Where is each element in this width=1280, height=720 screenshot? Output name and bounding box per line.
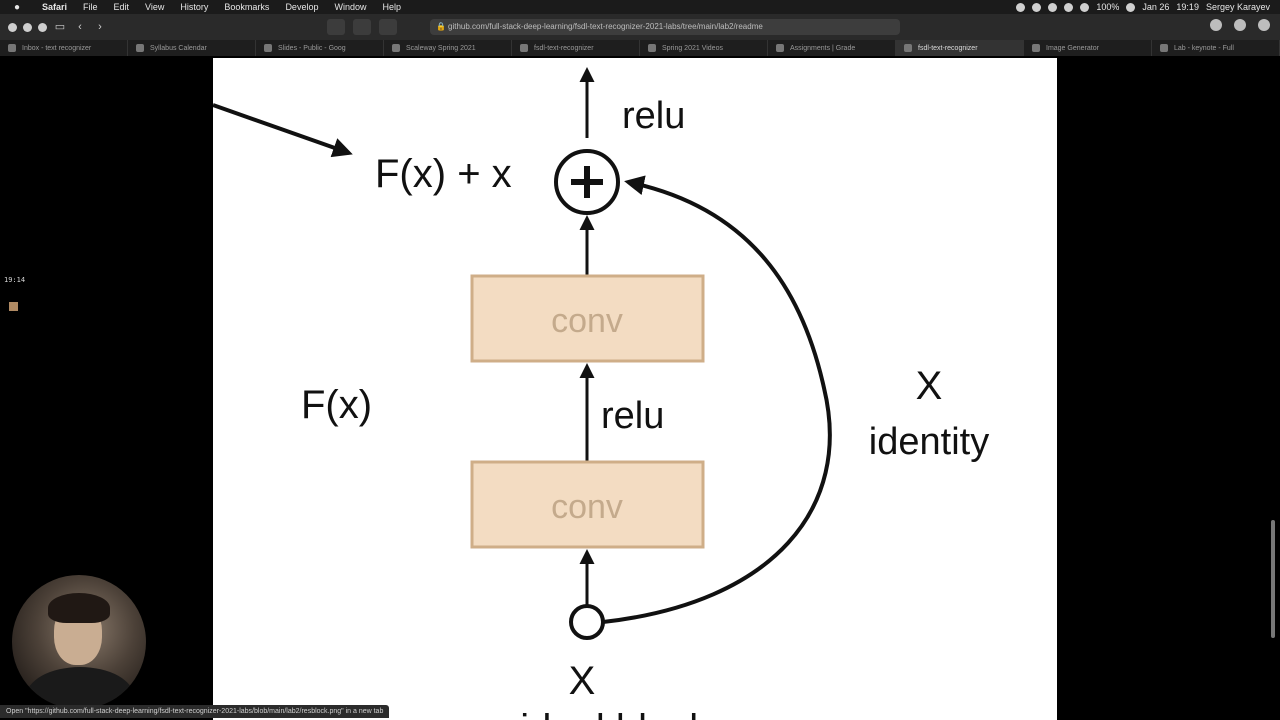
identity-x-label: X: [916, 364, 943, 408]
cloud-icon[interactable]: [1048, 2, 1058, 12]
dropbox-icon[interactable]: [1016, 2, 1026, 12]
menu-develop[interactable]: Develop: [285, 2, 319, 12]
tab-4[interactable]: fsdl-text-recognizer: [512, 40, 640, 56]
tab-6[interactable]: Assignments | Grade: [768, 40, 896, 56]
presenter-hair: [48, 593, 110, 623]
tab-favicon-icon: [648, 44, 656, 52]
webcam-overlay: [12, 575, 146, 709]
menu-edit[interactable]: Edit: [113, 2, 130, 12]
extension-button[interactable]: [327, 19, 345, 35]
tab-3[interactable]: Scaleway Spring 2021: [384, 40, 512, 56]
menu-app-safari[interactable]: Safari: [42, 2, 68, 12]
menu-clock[interactable]: 19:19: [1176, 2, 1199, 12]
conv-top-box: [470, 274, 705, 363]
tab-label: Lab - keynote - Full: [1174, 44, 1234, 52]
tab-8[interactable]: Image Generator: [1024, 40, 1152, 56]
menu-bookmarks[interactable]: Bookmarks: [224, 2, 270, 12]
battery-icon[interactable]: [1126, 2, 1136, 12]
input-node: [569, 604, 605, 640]
menu-view[interactable]: View: [145, 2, 165, 12]
window-controls: [0, 22, 47, 32]
battery-percent[interactable]: 100%: [1096, 2, 1120, 12]
conv-bottom-box: [470, 460, 705, 549]
menu-history[interactable]: History: [180, 2, 209, 12]
residual-block-diagram[interactable]: relu F(x) + x conv relu conv F(x): [213, 58, 1057, 720]
share-icon[interactable]: [1234, 19, 1246, 31]
menu-window[interactable]: Window: [334, 2, 367, 12]
relu-top-label: relu: [622, 95, 685, 137]
page-scrollbar[interactable]: [1271, 520, 1275, 638]
zoom-window-icon[interactable]: [38, 22, 47, 32]
diagram-caption: residual block: [465, 707, 711, 720]
reader-icon[interactable]: [379, 19, 397, 35]
sidebar-toggle-icon[interactable]: ▭: [54, 21, 66, 33]
incoming-arrow: [213, 103, 353, 158]
conv-bottom-label: conv: [551, 488, 623, 526]
link-status-bar: Open "https://github.com/full-stack-deep…: [0, 705, 390, 718]
minimize-window-icon[interactable]: [23, 22, 32, 32]
tab-0[interactable]: Inbox - text recognizer: [0, 40, 128, 56]
presenter-shirt: [26, 667, 134, 709]
tab-favicon-icon: [904, 44, 912, 52]
sync-icon[interactable]: [1064, 2, 1074, 12]
tab-favicon-icon: [392, 44, 400, 52]
identity-label: identity: [869, 421, 989, 463]
forward-icon[interactable]: ›: [98, 21, 102, 33]
download-icon[interactable]: [1210, 19, 1222, 31]
sum-label: F(x) + x: [375, 152, 512, 196]
tab-label: fsdl-text-recognizer: [534, 44, 594, 52]
tab-1[interactable]: Syllabus Calendar: [128, 40, 256, 56]
conv-top-label: conv: [551, 302, 623, 340]
tab-label: Spring 2021 Videos: [662, 44, 723, 52]
tab-label: Scaleway Spring 2021: [406, 44, 476, 52]
identity-skip-arrow: [602, 175, 832, 624]
apple-menu-icon[interactable]: ●: [13, 1, 21, 13]
wifi-icon[interactable]: [1080, 2, 1090, 12]
browser-toolbar: ▭ ‹ › 🔒 github.com/full-stack-deep-learn…: [0, 14, 1280, 40]
tab-label: Slides - Public - Goog: [278, 44, 346, 52]
tab-5[interactable]: Spring 2021 Videos: [640, 40, 768, 56]
back-icon[interactable]: ‹: [78, 21, 82, 33]
tab-label: Syllabus Calendar: [150, 44, 207, 52]
tab-9[interactable]: Lab - keynote - Full: [1152, 40, 1280, 56]
diagram-svg: relu F(x) + x conv relu conv F(x): [213, 67, 989, 720]
url-text: github.com/full-stack-deep-learning/fsdl…: [448, 22, 763, 31]
fx-label: F(x): [301, 383, 372, 427]
tab-favicon-icon: [1032, 44, 1040, 52]
shield-icon[interactable]: [353, 19, 371, 35]
menu-file[interactable]: File: [83, 2, 98, 12]
tab-favicon-icon: [776, 44, 784, 52]
page-content: 19:14 relu F(x) + x conv: [0, 56, 1280, 720]
menu-user[interactable]: Sergey Karayev: [1205, 2, 1270, 12]
sidebar-marker: [9, 302, 18, 311]
relu-mid-label: relu: [601, 395, 664, 437]
tab-favicon-icon: [264, 44, 272, 52]
settings-icon[interactable]: [1032, 2, 1042, 12]
tab-bar: Inbox - text recognizer Syllabus Calendar…: [0, 40, 1280, 56]
close-window-icon[interactable]: [8, 22, 17, 32]
lock-icon: 🔒: [436, 22, 446, 31]
input-x-label: X: [569, 659, 596, 703]
tab-label: Assignments | Grade: [790, 44, 856, 52]
tab-2[interactable]: Slides - Public - Goog: [256, 40, 384, 56]
menu-date[interactable]: Jan 26: [1142, 2, 1170, 12]
new-tab-icon[interactable]: [1258, 19, 1270, 31]
tab-7[interactable]: fsdl-text-recognizer: [896, 40, 1024, 56]
tab-favicon-icon: [136, 44, 144, 52]
tab-label: fsdl-text-recognizer: [918, 44, 978, 52]
status-tray: 100% Jan 26 19:19 Sergey Karayev: [1016, 2, 1280, 12]
toolbar-right: [1210, 19, 1270, 31]
tab-favicon-icon: [1160, 44, 1168, 52]
tab-label: Inbox - text recognizer: [22, 44, 92, 52]
tab-favicon-icon: [520, 44, 528, 52]
address-bar[interactable]: 🔒 github.com/full-stack-deep-learning/fs…: [430, 19, 900, 35]
menu-help[interactable]: Help: [382, 2, 401, 12]
tab-label: Image Generator: [1046, 44, 1099, 52]
tab-favicon-icon: [8, 44, 16, 52]
sidebar-timestamp: 19:14: [4, 276, 26, 284]
menu-bar: ● Safari File Edit View History Bookmark…: [0, 0, 1280, 14]
